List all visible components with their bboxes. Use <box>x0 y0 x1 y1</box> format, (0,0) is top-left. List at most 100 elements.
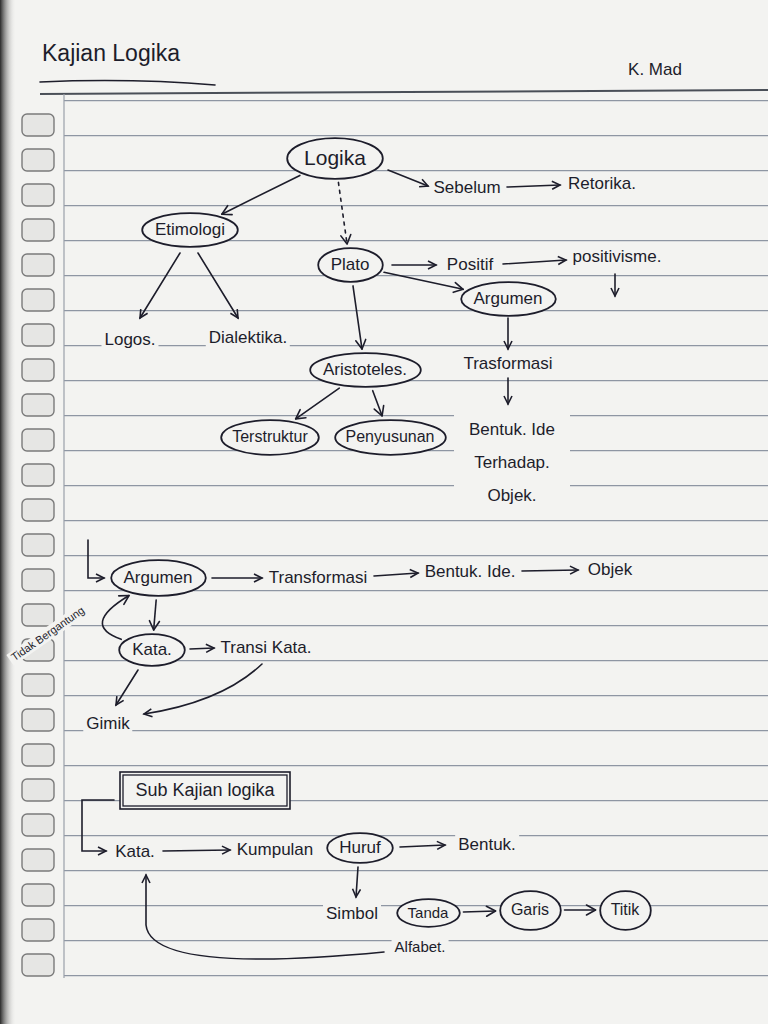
note-text: Retorika. <box>565 174 639 194</box>
node-text: Terstruktur <box>220 428 320 446</box>
note-text: Sebelum <box>430 178 503 198</box>
arrow <box>212 577 262 579</box>
margin-line <box>63 94 64 978</box>
note-text: Logos. <box>101 330 158 350</box>
connector <box>565 905 596 915</box>
connector-line <box>565 909 596 911</box>
circled-node: Titik <box>599 890 652 931</box>
binding-holes <box>0 110 60 978</box>
node-text: Garis <box>499 901 562 919</box>
return-arrow <box>146 875 384 959</box>
arrow <box>116 670 138 705</box>
arrow <box>507 318 509 349</box>
note-text: Bentuk. Ide Terhadap. Objek. <box>454 413 570 512</box>
note-text: Bentuk. <box>455 835 519 855</box>
arrow <box>198 253 238 318</box>
note-text: Transformasi <box>266 568 371 588</box>
ruled-lines <box>64 100 768 978</box>
arrowhead <box>341 234 351 244</box>
connector-line <box>353 286 362 349</box>
note-text: Dialektika. <box>206 328 290 348</box>
note-text: Trasformasi <box>460 354 555 374</box>
arrow <box>140 253 180 318</box>
circled-node: Argumen <box>110 559 207 597</box>
page-title: Kajian Logika <box>42 40 180 68</box>
title-underline <box>40 81 215 85</box>
note-text: Kata. <box>112 842 158 862</box>
circled-node: Penyusunan <box>334 419 447 456</box>
arrow <box>400 845 445 847</box>
note-text: Gimik <box>83 714 132 734</box>
connector-line <box>222 175 300 214</box>
circled-node: Plato <box>317 247 384 283</box>
arrow <box>392 264 436 266</box>
connector-line <box>102 595 129 639</box>
connector <box>338 182 350 244</box>
arrowhead <box>486 906 495 916</box>
arrow <box>507 185 560 187</box>
note-text: Alfabet. <box>392 938 449 956</box>
node-text: Argumen <box>110 568 207 588</box>
connector <box>222 175 300 214</box>
arrowhead <box>374 406 383 416</box>
note-text: Bentuk. Ide. <box>422 562 519 582</box>
arrowhead <box>453 283 463 293</box>
note-text: positivisme. <box>570 247 665 267</box>
node-text: Tanda <box>396 904 461 921</box>
connector-line <box>296 388 340 419</box>
connector <box>296 388 340 419</box>
arrow <box>356 867 358 897</box>
connector-line <box>338 182 347 244</box>
circled-node: Huruf <box>326 832 394 864</box>
circled-node: Argumen <box>460 281 557 317</box>
node-text: Sub Kajian logika <box>119 780 291 801</box>
circled-node: Terstruktur <box>220 419 320 456</box>
arrowhead <box>222 206 232 215</box>
arrowhead <box>356 339 366 349</box>
connector-line <box>463 910 495 913</box>
arrowhead <box>296 410 306 419</box>
circled-node: Garis <box>499 890 562 931</box>
connector <box>353 286 366 349</box>
node-text: Etimologi <box>141 220 239 240</box>
top-rule <box>40 90 768 94</box>
note-text: K. Mad <box>625 60 685 80</box>
node-text: Plato <box>317 255 384 275</box>
circled-node: Etimologi <box>141 212 239 248</box>
note-text: Positif <box>444 255 496 275</box>
node-text: Huruf <box>326 838 394 858</box>
arrowhead <box>149 621 159 630</box>
node-text: Logika <box>286 146 384 170</box>
arrow <box>374 573 418 576</box>
node-text: Titik <box>599 901 652 919</box>
arrow <box>388 170 428 186</box>
connector <box>463 906 495 916</box>
arrow <box>190 648 214 649</box>
note-text: Objek <box>585 560 635 580</box>
node-text: Aristoteles. <box>309 360 422 380</box>
circled-node: Aristoteles. <box>309 352 422 388</box>
note-text: Transi Kata. <box>217 638 314 658</box>
heading-box: Sub Kajian logika <box>119 771 291 810</box>
section-bracket <box>88 540 104 578</box>
arrowhead <box>119 595 129 604</box>
circled-node: Logika <box>286 137 384 180</box>
circled-node: Kata. <box>118 633 186 667</box>
connector <box>149 600 159 630</box>
arrow <box>144 664 262 714</box>
connector <box>384 272 463 292</box>
arrow <box>503 260 566 264</box>
section-bracket <box>82 800 114 851</box>
arrow <box>614 274 616 296</box>
arrowhead <box>587 905 596 915</box>
arrow <box>507 378 509 404</box>
node-text: Argumen <box>460 289 557 309</box>
arrow <box>522 570 578 571</box>
circled-node: Tanda <box>396 898 461 928</box>
node-text: Kata. <box>118 640 186 660</box>
connector <box>373 391 384 416</box>
node-text: Penyusunan <box>334 428 447 446</box>
box-outline <box>120 772 290 809</box>
